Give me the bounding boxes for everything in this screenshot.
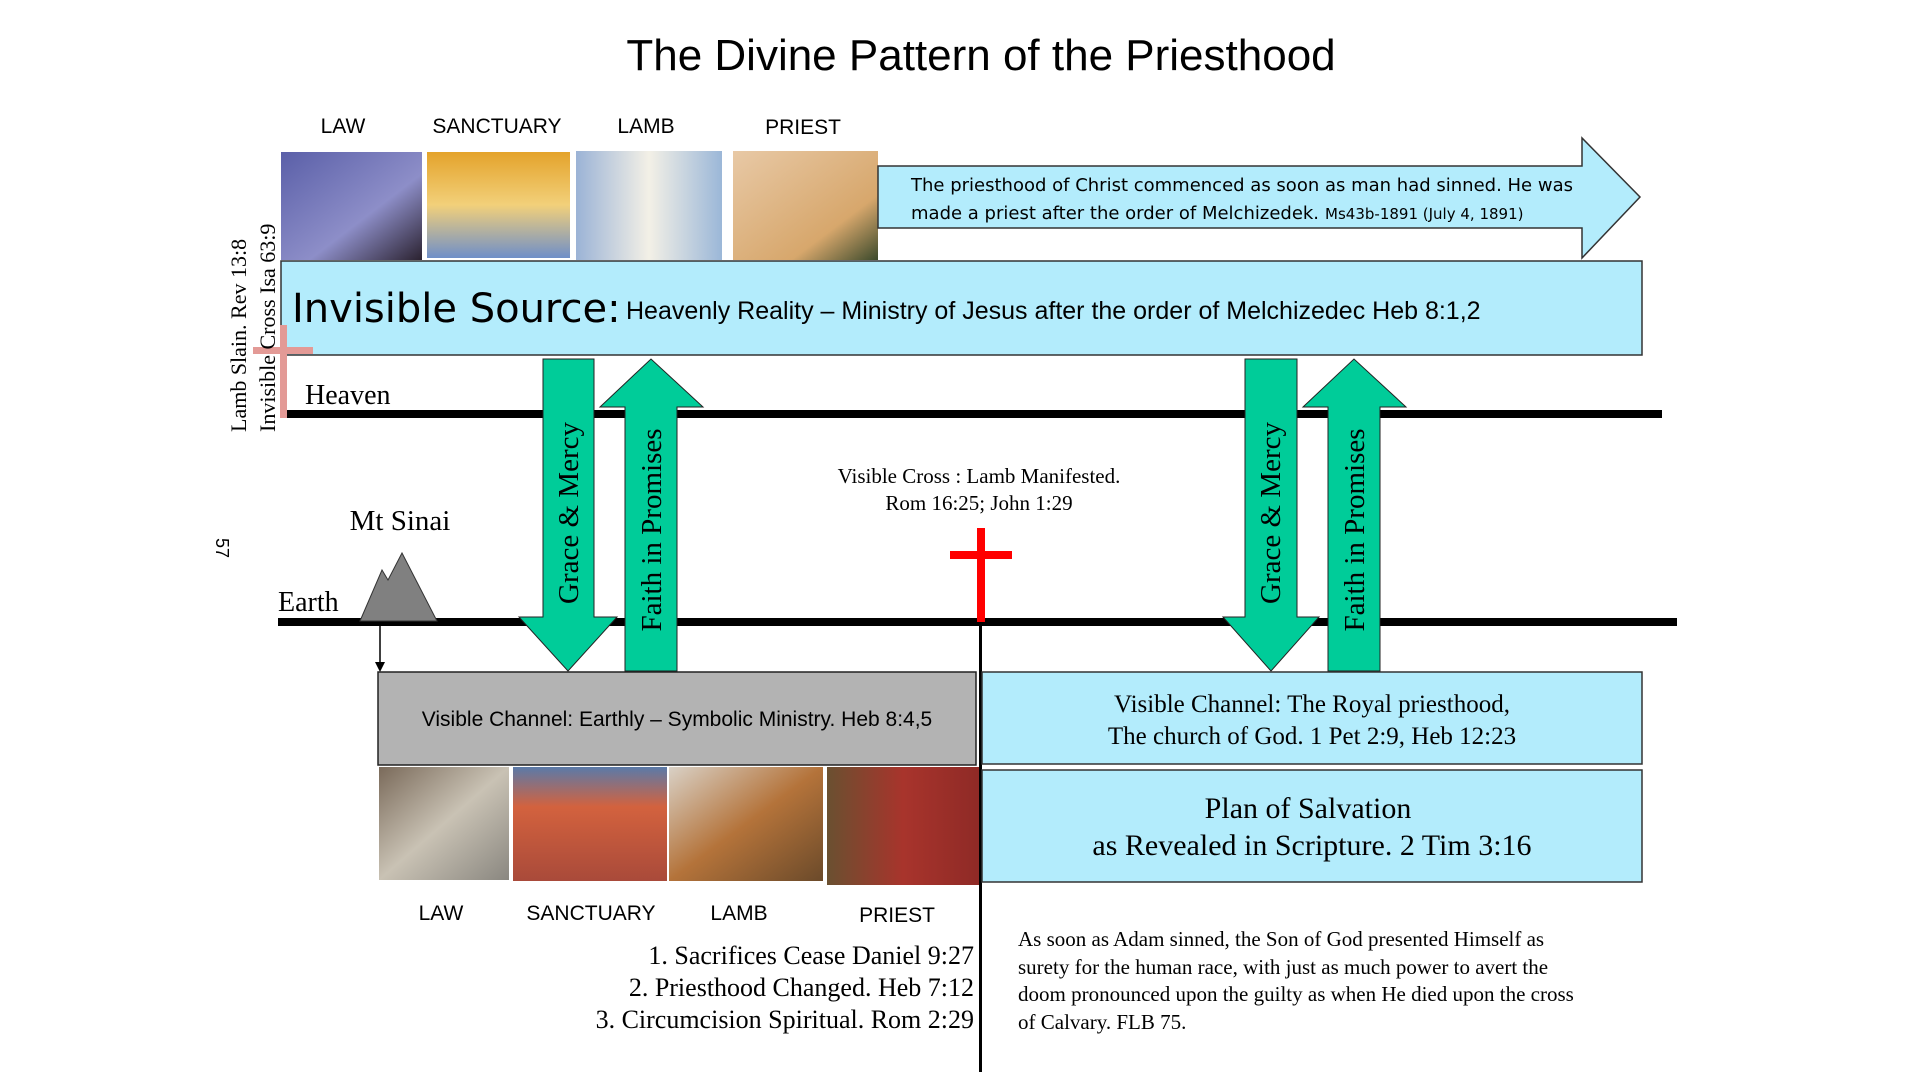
- bottom-label-sanctuary: SANCTUARY: [526, 902, 655, 925]
- faith-promises-label-1: Faith in Promises: [636, 428, 668, 631]
- priesthood-arrow-line2: made a priest after the order of Melchiz…: [911, 203, 1523, 224]
- top-label-priest: PRIEST: [765, 116, 841, 139]
- bottom-label-priest: PRIEST: [859, 904, 935, 927]
- top-label-sanctuary: SANCTUARY: [432, 115, 561, 138]
- jesus-lamb-image: [576, 151, 722, 260]
- high-priest-image: [827, 767, 979, 885]
- priest-melchizedek-image: [733, 151, 878, 260]
- visible-cross-line1: Visible Cross : Lamb Manifested.: [838, 464, 1121, 488]
- plan-of-salvation-line1: Plan of Salvation: [1205, 792, 1412, 825]
- invisible-cross-label: Invisible Cross Isa 63:9: [255, 224, 280, 432]
- faith-promises-arrow-2[interactable]: [1301, 358, 1408, 672]
- quote-line-2: surety for the human race, with just as …: [1018, 955, 1548, 979]
- change-item-2: 2. Priesthood Changed. Heb 7:12: [629, 973, 974, 1002]
- invisible-cross-icon: [253, 325, 313, 418]
- royal-channel-line2: The church of God. 1 Pet 2:9, Heb 12:23: [1108, 723, 1516, 750]
- sinai-arrow-head-icon: [375, 662, 385, 672]
- plan-of-salvation-line2: as Revealed in Scripture. 2 Tim 3:16: [1092, 829, 1531, 862]
- change-item-3: 3. Circumcision Spiritual. Rom 2:29: [596, 1005, 974, 1034]
- invisible-source-box: [280, 260, 1643, 356]
- heavenly-sanctuary-image: [427, 152, 570, 258]
- plan-of-salvation-box: [981, 769, 1643, 883]
- earthly-channel-text: Visible Channel: Earthly – Symbolic Mini…: [422, 708, 932, 731]
- law-sinai-image: [281, 152, 422, 260]
- camp-tabernacle-image: [513, 767, 667, 881]
- visible-cross-line2: Rom 16:25; John 1:29: [885, 491, 1072, 515]
- bottom-label-law: LAW: [419, 902, 464, 925]
- earth-label: Earth: [278, 587, 339, 618]
- bottom-label-lamb: LAMB: [710, 902, 767, 925]
- red-cross-icon: [950, 528, 1012, 622]
- earthly-channel-box: [377, 671, 977, 766]
- faith-promises-label-2: Faith in Promises: [1339, 428, 1371, 631]
- page-number: 57: [212, 538, 232, 558]
- invisible-source-heading: Invisible Source:: [292, 286, 621, 332]
- quote-line-4: of Calvary. FLB 75.: [1018, 1010, 1186, 1034]
- top-label-lamb: LAMB: [617, 115, 674, 138]
- faith-promises-arrow-1[interactable]: [598, 358, 705, 672]
- quote-line-3: doom pronounced upon the guilty as when …: [1018, 982, 1574, 1006]
- grace-mercy-label-2: Grace & Mercy: [1255, 422, 1287, 604]
- invisible-source-text: Heavenly Reality – Ministry of Jesus aft…: [626, 297, 1481, 325]
- grace-mercy-label-1: Grace & Mercy: [553, 422, 585, 604]
- grace-mercy-arrow-1[interactable]: [517, 358, 619, 672]
- royal-channel-box: [981, 671, 1643, 765]
- sacrifice-lamb-image: [669, 767, 823, 881]
- priesthood-arrow-line1: The priesthood of Christ commenced as so…: [910, 175, 1573, 196]
- heaven-line: [281, 410, 1662, 418]
- ark-tablets-image: [379, 767, 509, 880]
- heaven-label: Heaven: [305, 380, 391, 411]
- royal-channel-line1: Visible Channel: The Royal priesthood,: [1114, 691, 1510, 718]
- lamb-slain-label: Lamb Slain. Rev 13:8: [226, 239, 251, 432]
- grace-mercy-arrow-2[interactable]: [1221, 358, 1321, 672]
- change-item-1: 1. Sacrifices Cease Daniel 9:27: [648, 941, 974, 970]
- mt-sinai-label: Mt Sinai: [350, 505, 451, 537]
- mountain-icon: [359, 551, 438, 622]
- priesthood-arrow: [877, 136, 1642, 260]
- top-label-law: LAW: [321, 115, 366, 138]
- quote-line-1: As soon as Adam sinned, the Son of God p…: [1018, 927, 1544, 951]
- page-title: The Divine Pattern of the Priesthood: [626, 31, 1335, 80]
- divider-line: [979, 622, 982, 1072]
